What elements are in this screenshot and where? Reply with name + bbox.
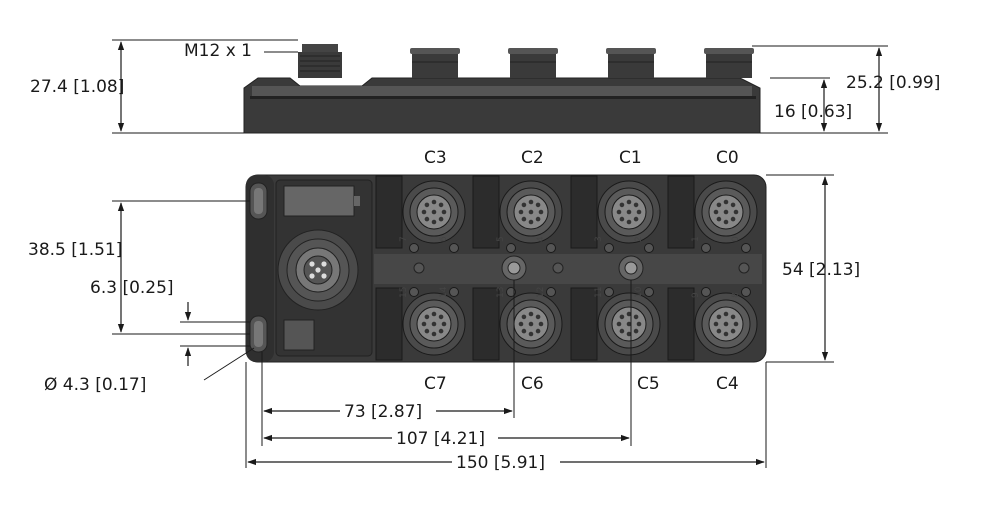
- m12-connector-side: [298, 44, 342, 78]
- pin-number-label: 15: [399, 287, 409, 298]
- dim-16-label: 16 [0.63]: [774, 102, 852, 122]
- port-label-c0: C0: [716, 148, 739, 168]
- port-side-2: [508, 48, 558, 78]
- pin-number-label: 1: [691, 236, 701, 242]
- port-side-1: [410, 48, 460, 78]
- dim-73-label: 73 [2.87]: [344, 402, 422, 422]
- dim-150-label: 150 [5.91]: [456, 453, 545, 473]
- pin-number-label: 10: [634, 286, 644, 298]
- port-label-c4: C4: [716, 374, 739, 394]
- pin-number-label: 8: [731, 292, 741, 298]
- pin-number-label: 6: [439, 236, 449, 242]
- mounting-hole-top: [249, 182, 268, 220]
- dim-6-3-label: 6.3 [0.25]: [90, 278, 174, 298]
- port-label-c5: C5: [637, 374, 660, 394]
- pin-number-label: 11: [594, 287, 604, 298]
- dim-dia-label: Ø 4.3 [0.17]: [44, 375, 146, 395]
- mounting-hole-bottom: [249, 315, 268, 353]
- dim-27-4-label: 27.4 [1.08]: [30, 77, 124, 97]
- bottom-port-3: 11 10: [570, 286, 661, 361]
- m12-connector-top: [277, 229, 359, 311]
- center-screw-left: [501, 255, 527, 281]
- pin-number-label: 0: [731, 236, 741, 242]
- small-window: [283, 319, 315, 351]
- port-side-4: [704, 48, 754, 78]
- pin-number-label: 7: [399, 236, 409, 242]
- pin-number-label: 9: [691, 292, 701, 298]
- side-view: M12 x 1 27.4 [1.08] 25.2 [0.99] 16 [0.63…: [30, 39, 940, 134]
- dim-107-label: 107 [4.21]: [396, 429, 485, 449]
- port-label-c2: C2: [521, 148, 544, 168]
- port-label-c6: C6: [521, 374, 544, 394]
- port-side-3: [606, 48, 656, 78]
- port-label-c3: C3: [424, 148, 447, 168]
- pin-number-label: 2: [634, 236, 644, 242]
- dim-38-5-label: 38.5 [1.51]: [28, 240, 122, 260]
- dim-dia-leader: [203, 347, 255, 381]
- port-label-c1: C1: [619, 148, 642, 168]
- pin-number-label: 14: [439, 286, 449, 298]
- pin-number-label: 5: [496, 236, 506, 242]
- port-label-c7: C7: [424, 374, 447, 394]
- m12-label: M12 x 1: [184, 41, 252, 61]
- bottom-port-2: 13 12: [472, 287, 563, 361]
- pin-number-label: 4: [536, 236, 546, 242]
- pin-number-label: 13: [496, 287, 506, 298]
- center-screw-right: [618, 255, 644, 281]
- label-window: [283, 185, 355, 217]
- pin-number-label: 12: [536, 287, 546, 298]
- dim-54-label: 54 [2.13]: [782, 260, 860, 280]
- pin-number-label: 3: [594, 236, 604, 242]
- dim-25-2-label: 25.2 [0.99]: [846, 73, 940, 93]
